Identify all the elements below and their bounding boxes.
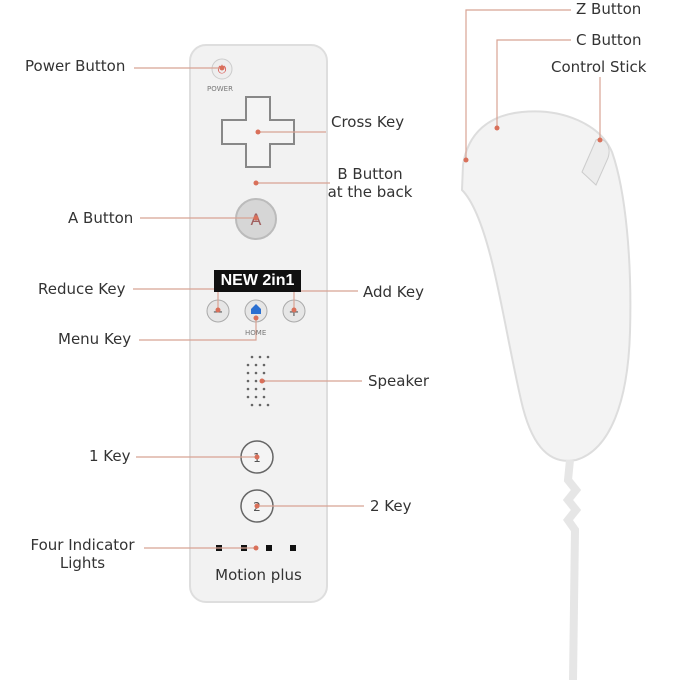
label-control-stick: Control Stick: [551, 58, 647, 76]
label-cross-key: Cross Key: [331, 113, 405, 131]
power-text: POWER: [207, 85, 233, 93]
label-lights-line2: Lights: [59, 554, 106, 572]
label-1-key: 1 Key: [89, 447, 131, 465]
label-speaker: Speaker: [368, 372, 430, 390]
label-b-line2: at the back: [327, 183, 413, 201]
label-power-button: Power Button: [25, 57, 126, 75]
brand-text: Motion plus: [215, 566, 302, 584]
label-c-button: C Button: [576, 31, 642, 49]
label-add-key: Add Key: [363, 283, 425, 301]
leader-lines: [133, 9, 601, 549]
wii-remote-body: [189, 44, 328, 603]
nunchuk-cable: [562, 459, 582, 680]
label-reduce-key: Reduce Key: [38, 280, 126, 298]
home-icon: [251, 304, 261, 314]
label-z-button: Z Button: [576, 0, 642, 18]
label-b-button: B Button at the back: [320, 165, 420, 201]
label-menu-key: Menu Key: [58, 330, 132, 348]
label-lights-line1: Four Indicator: [30, 536, 135, 554]
nunchuk-body: [460, 110, 632, 462]
new-2in1-badge: NEW 2in1: [214, 270, 301, 292]
home-text: HOME: [245, 329, 267, 337]
label-b-line1: B Button: [337, 165, 403, 183]
label-2-key: 2 Key: [370, 497, 412, 515]
leader-dots: [215, 65, 603, 551]
label-indicator-lights: Four Indicator Lights: [20, 536, 145, 572]
speaker-grille: [246, 355, 270, 407]
control-stick: [581, 138, 610, 186]
label-a-button: A Button: [68, 209, 134, 227]
